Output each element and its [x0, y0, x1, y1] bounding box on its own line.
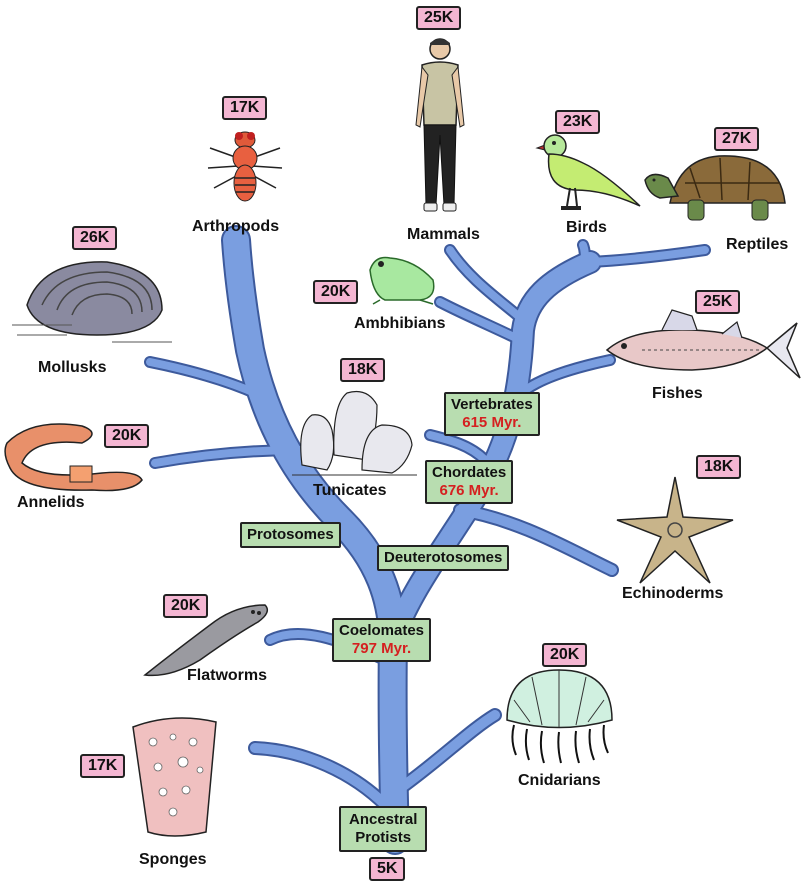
clade-box-protosomes: Protosomes	[240, 522, 341, 548]
jellyfish-icon	[506, 669, 613, 764]
tortoise-icon	[644, 155, 786, 221]
fish-icon	[605, 309, 801, 379]
label-flatworms: Flatworms	[187, 667, 268, 684]
count-badge-amphibians: 20K	[313, 280, 359, 304]
sponge-icon	[132, 717, 217, 837]
label-birds: Birds	[566, 219, 607, 236]
count-badge-tunicates: 18K	[340, 358, 386, 382]
clade-box-chordates: Chordates 676 Myr.	[425, 460, 514, 504]
clade-label-vertebrates: Vertebrates	[451, 396, 533, 413]
label-cnidarians: Cnidarians	[518, 772, 601, 789]
bird-icon	[535, 134, 641, 210]
count-badge-echinoderms: 18K	[696, 455, 742, 479]
clade-age-vertebrates: 615 Myr.	[462, 414, 522, 431]
label-mollusks: Mollusks	[38, 359, 107, 376]
label-mammals: Mammals	[407, 226, 480, 243]
clade-label-protosomes: Protosomes	[247, 526, 334, 543]
clade-age-chordates: 676 Myr.	[439, 482, 499, 499]
earthworm-icon	[4, 423, 143, 492]
count-badge-birds: 23K	[555, 110, 601, 134]
label-arthropods: Arthropods	[192, 218, 280, 235]
count-badge-reptiles: 27K	[714, 127, 760, 151]
label-tunicates: Tunicates	[313, 482, 387, 499]
fly-icon	[207, 131, 283, 202]
label-fishes: Fishes	[652, 385, 703, 402]
label-sponges: Sponges	[139, 851, 207, 868]
count-badge-annelids: 20K	[104, 424, 150, 448]
clade-box-deuterostomes: Deuterotosomes	[377, 545, 510, 571]
clade-label-deuterostomes: Deuterotosomes	[384, 549, 503, 566]
clam-icon	[12, 261, 172, 343]
clade-age-coelomates: 797 Myr.	[351, 640, 412, 657]
flatworm-icon	[143, 604, 269, 677]
count-badge-mammals: 25K	[416, 6, 462, 30]
starfish-icon	[616, 476, 734, 584]
label-echinoderms: Echinoderms	[622, 585, 724, 602]
root-label-line2: Protists	[355, 829, 412, 846]
label-annelids: Annelids	[17, 494, 85, 511]
count-badge-arthropods: 17K	[222, 96, 268, 120]
count-badge-flatworms: 20K	[163, 594, 209, 618]
tunicate-icon	[292, 390, 417, 476]
clade-box-ancestral-protists: Ancestral Protists	[339, 806, 428, 852]
root-label-line1: Ancestral	[349, 811, 418, 828]
count-badge-fishes: 25K	[695, 290, 741, 314]
count-badge-mollusks: 26K	[72, 226, 118, 250]
label-amphibians: Ambhibians	[354, 315, 446, 332]
count-badge-sponges: 17K	[80, 754, 126, 778]
clade-box-vertebrates: Vertebrates 615 Myr.	[444, 392, 540, 436]
clade-box-coelomates: Coelomates 797 Myr.	[332, 618, 432, 662]
clade-label-coelomates: Coelomates	[339, 622, 425, 639]
clade-label-chordates: Chordates	[432, 464, 507, 481]
count-badge-cnidarians: 20K	[542, 643, 588, 667]
frog-icon	[369, 256, 435, 305]
human-figure-icon	[415, 38, 465, 212]
label-reptiles: Reptiles	[726, 236, 789, 253]
count-badge-ancestral-protists: 5K	[369, 857, 406, 881]
